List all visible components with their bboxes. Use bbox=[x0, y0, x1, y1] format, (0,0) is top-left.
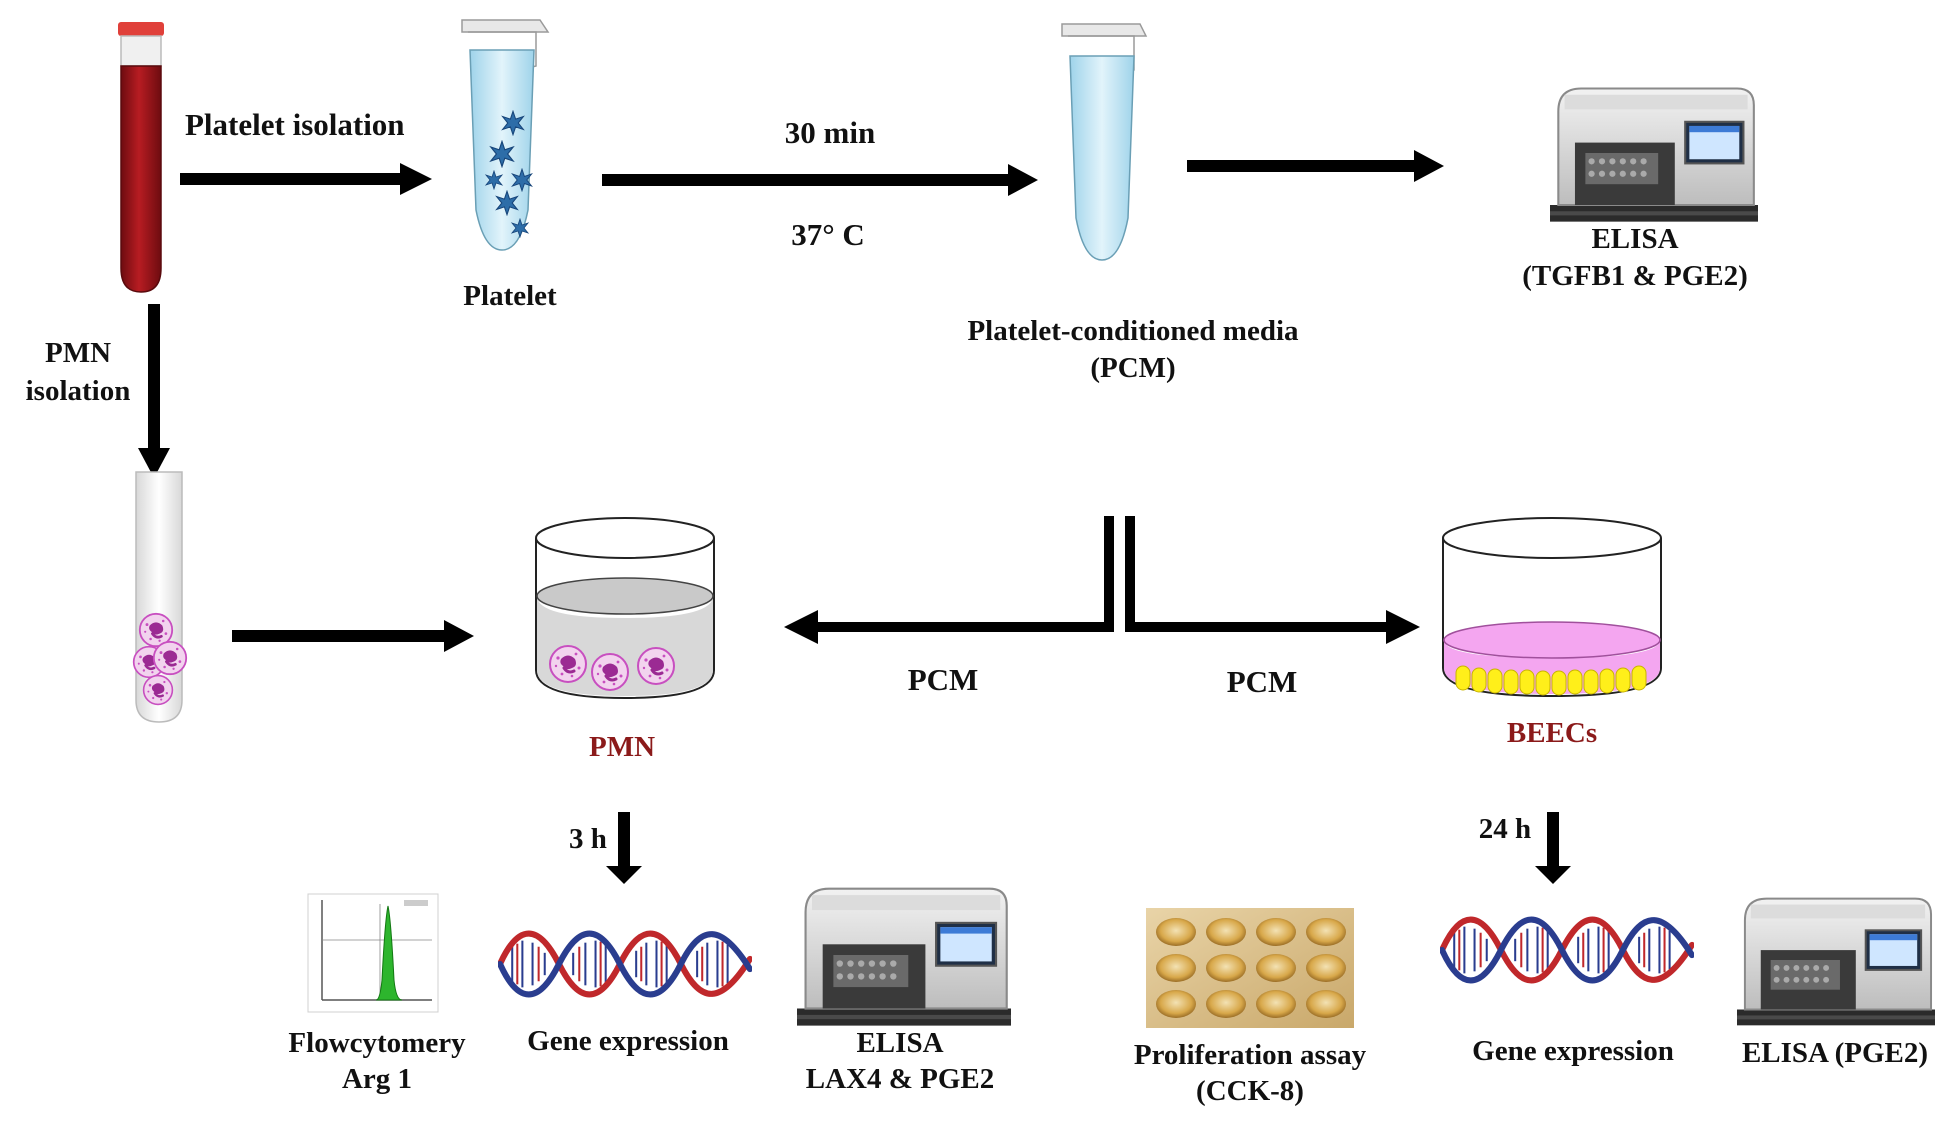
label-pcm-to-pmn: PCM bbox=[908, 662, 979, 697]
microcentrifuge-tube-icon bbox=[1061, 23, 1148, 261]
label-pmn-isolation-2: isolation bbox=[26, 375, 131, 407]
elisa-plate-reader-icon bbox=[1550, 87, 1758, 223]
microcentrifuge-tube-icon bbox=[461, 19, 550, 251]
arrow-incubation bbox=[602, 164, 1038, 196]
label-24h: 24 h bbox=[1479, 813, 1531, 845]
blood-collection-tube-icon bbox=[118, 22, 164, 293]
pmn-tube-icon bbox=[132, 471, 188, 723]
label-beecs: BEECs bbox=[1507, 717, 1597, 749]
label-elisa-mid-analytes: LAX4 & PGE2 bbox=[806, 1063, 995, 1095]
elisa-plate-reader-icon bbox=[1737, 897, 1935, 1027]
label-gene-expression-right: Gene expression bbox=[1472, 1035, 1674, 1067]
well-plate-photo-icon bbox=[1146, 908, 1354, 1028]
beec-culture-dish-icon bbox=[1442, 517, 1662, 698]
elisa-plate-reader-icon bbox=[797, 887, 1011, 1027]
label-pcm-title: Platelet-conditioned media bbox=[967, 315, 1299, 347]
arrow-3h bbox=[606, 812, 642, 884]
arrow-24h bbox=[1535, 812, 1571, 884]
label-pmn: PMN bbox=[589, 731, 655, 763]
arrow-pmn-isolation bbox=[138, 304, 170, 478]
label-arg1: Arg 1 bbox=[342, 1063, 412, 1095]
label-pcm-abbrev: (PCM) bbox=[1090, 352, 1175, 384]
label-elisa-top-analytes: (TGFB1 & PGE2) bbox=[1522, 260, 1748, 292]
label-pcm-to-beecs: PCM bbox=[1227, 664, 1298, 699]
label-platelet: Platelet bbox=[463, 280, 557, 312]
label-30-min: 30 min bbox=[785, 115, 875, 150]
pmn-culture-dish-icon bbox=[535, 517, 715, 700]
label-proliferation-assay: Proliferation assay bbox=[1134, 1039, 1367, 1071]
arrow-to-elisa bbox=[1187, 150, 1444, 182]
flow-cytometry-histogram-icon bbox=[307, 893, 439, 1013]
label-3h: 3 h bbox=[569, 823, 607, 855]
label-elisa-top: ELISA bbox=[1591, 223, 1678, 255]
arrow-to-pmn-dish bbox=[232, 620, 474, 652]
label-37c: 37° C bbox=[791, 217, 865, 252]
label-elisa-pge2: ELISA (PGE2) bbox=[1742, 1037, 1928, 1069]
label-platelet-isolation: Platelet isolation bbox=[185, 107, 405, 142]
label-elisa-mid: ELISA bbox=[856, 1027, 943, 1059]
arrow-platelet-isolation bbox=[180, 163, 432, 195]
pcm-branch-connector bbox=[784, 516, 1420, 644]
label-cck8: (CCK-8) bbox=[1196, 1075, 1304, 1107]
label-flow-cytometry: Flowcytomery bbox=[288, 1027, 466, 1059]
dna-helix-icon bbox=[500, 934, 750, 995]
label-pmn-isolation-1: PMN bbox=[45, 337, 111, 369]
dna-helix-icon bbox=[1442, 920, 1692, 981]
label-gene-expression-left: Gene expression bbox=[527, 1025, 729, 1057]
